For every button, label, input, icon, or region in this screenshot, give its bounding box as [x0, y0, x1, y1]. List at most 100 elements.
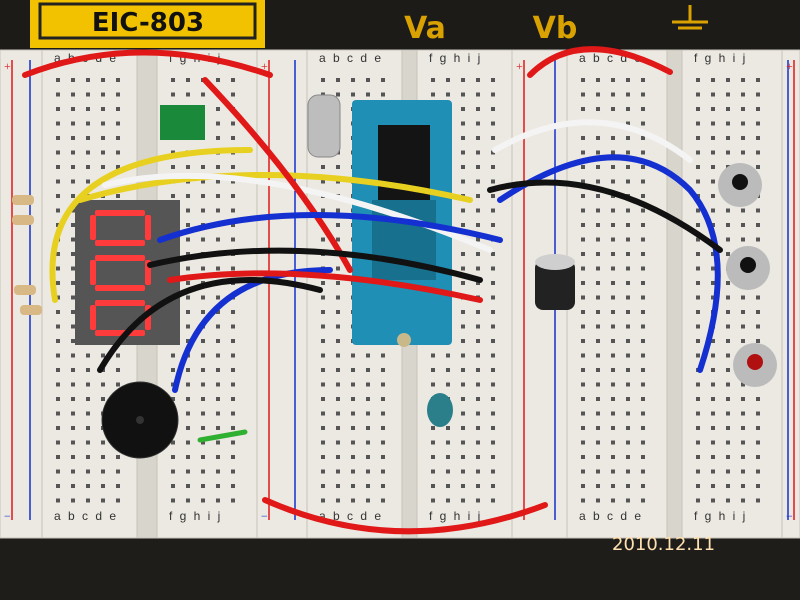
breadboard-hole[interactable]: [231, 179, 235, 184]
breadboard-hole[interactable]: [231, 223, 235, 227]
breadboard-hole[interactable]: [476, 281, 480, 285]
breadboard-hole[interactable]: [336, 237, 340, 242]
breadboard-hole[interactable]: [216, 179, 220, 184]
breadboard-hole[interactable]: [726, 223, 730, 227]
breadboard-hole[interactable]: [491, 426, 495, 430]
breadboard-hole[interactable]: [351, 440, 355, 445]
breadboard-hole[interactable]: [186, 281, 190, 285]
breadboard-hole[interactable]: [381, 411, 385, 416]
breadboard-hole[interactable]: [711, 92, 715, 97]
breadboard-hole[interactable]: [336, 281, 340, 285]
breadboard-hole[interactable]: [461, 252, 465, 256]
breadboard-hole[interactable]: [596, 295, 600, 300]
breadboard-hole[interactable]: [71, 281, 75, 285]
breadboard-hole[interactable]: [116, 136, 120, 140]
breadboard-hole[interactable]: [381, 78, 385, 82]
breadboard-hole[interactable]: [381, 440, 385, 445]
breadboard-hole[interactable]: [641, 382, 645, 387]
breadboard-hole[interactable]: [726, 368, 730, 372]
breadboard-hole[interactable]: [56, 150, 60, 155]
breadboard-hole[interactable]: [491, 194, 495, 198]
breadboard-hole[interactable]: [431, 382, 435, 387]
breadboard-hole[interactable]: [476, 440, 480, 445]
breadboard-hole[interactable]: [351, 382, 355, 387]
breadboard-hole[interactable]: [71, 179, 75, 184]
breadboard-hole[interactable]: [216, 107, 220, 111]
breadboard-hole[interactable]: [461, 266, 465, 271]
breadboard-hole[interactable]: [581, 382, 585, 387]
breadboard-hole[interactable]: [596, 179, 600, 184]
breadboard-hole[interactable]: [491, 165, 495, 169]
breadboard-hole[interactable]: [596, 339, 600, 343]
breadboard-hole[interactable]: [696, 208, 700, 213]
breadboard-hole[interactable]: [336, 266, 340, 271]
breadboard-hole[interactable]: [201, 498, 205, 503]
breadboard-hole[interactable]: [201, 368, 205, 372]
breadboard-hole[interactable]: [726, 208, 730, 213]
breadboard-hole[interactable]: [756, 426, 760, 430]
breadboard-hole[interactable]: [351, 455, 355, 459]
breadboard-hole[interactable]: [696, 78, 700, 82]
breadboard-hole[interactable]: [101, 440, 105, 445]
breadboard-hole[interactable]: [711, 382, 715, 387]
breadboard-hole[interactable]: [491, 455, 495, 459]
breadboard-hole[interactable]: [56, 223, 60, 227]
breadboard-hole[interactable]: [56, 368, 60, 372]
breadboard-hole[interactable]: [461, 339, 465, 343]
breadboard-hole[interactable]: [696, 223, 700, 227]
breadboard-hole[interactable]: [596, 484, 600, 488]
breadboard-hole[interactable]: [86, 179, 90, 184]
breadboard-hole[interactable]: [741, 121, 745, 126]
breadboard-hole[interactable]: [756, 411, 760, 416]
breadboard-hole[interactable]: [56, 107, 60, 111]
breadboard-hole[interactable]: [711, 266, 715, 271]
breadboard-hole[interactable]: [611, 324, 615, 329]
breadboard-hole[interactable]: [201, 165, 205, 169]
breadboard-hole[interactable]: [611, 281, 615, 285]
breadboard-hole[interactable]: [581, 397, 585, 401]
breadboard-hole[interactable]: [56, 281, 60, 285]
breadboard-hole[interactable]: [321, 339, 325, 343]
breadboard-hole[interactable]: [641, 194, 645, 198]
breadboard-hole[interactable]: [216, 469, 220, 474]
breadboard-hole[interactable]: [491, 469, 495, 474]
breadboard-hole[interactable]: [216, 208, 220, 213]
breadboard-hole[interactable]: [321, 165, 325, 169]
breadboard-hole[interactable]: [476, 368, 480, 372]
breadboard-hole[interactable]: [641, 252, 645, 256]
breadboard-hole[interactable]: [351, 469, 355, 474]
breadboard-hole[interactable]: [86, 92, 90, 97]
breadboard-hole[interactable]: [56, 121, 60, 126]
breadboard-hole[interactable]: [756, 237, 760, 242]
breadboard-hole[interactable]: [336, 78, 340, 82]
breadboard-hole[interactable]: [116, 150, 120, 155]
breadboard-hole[interactable]: [581, 455, 585, 459]
breadboard-hole[interactable]: [641, 295, 645, 300]
breadboard-hole[interactable]: [581, 107, 585, 111]
breadboard-hole[interactable]: [626, 295, 630, 300]
breadboard-hole[interactable]: [581, 165, 585, 169]
breadboard-hole[interactable]: [491, 324, 495, 329]
breadboard-hole[interactable]: [611, 339, 615, 343]
breadboard-hole[interactable]: [71, 382, 75, 387]
breadboard-hole[interactable]: [116, 92, 120, 97]
breadboard-hole[interactable]: [86, 165, 90, 169]
breadboard-hole[interactable]: [86, 498, 90, 503]
breadboard-hole[interactable]: [186, 368, 190, 372]
breadboard-hole[interactable]: [756, 295, 760, 300]
breadboard-hole[interactable]: [711, 194, 715, 198]
breadboard-hole[interactable]: [741, 208, 745, 213]
breadboard-hole[interactable]: [71, 411, 75, 416]
breadboard-hole[interactable]: [381, 426, 385, 430]
breadboard-hole[interactable]: [696, 310, 700, 314]
breadboard-hole[interactable]: [626, 397, 630, 401]
breadboard-hole[interactable]: [476, 498, 480, 503]
breadboard-hole[interactable]: [186, 237, 190, 242]
breadboard-hole[interactable]: [56, 208, 60, 213]
breadboard-hole[interactable]: [756, 310, 760, 314]
breadboard-hole[interactable]: [56, 484, 60, 488]
breadboard-hole[interactable]: [461, 165, 465, 169]
breadboard-hole[interactable]: [321, 397, 325, 401]
breadboard-hole[interactable]: [321, 455, 325, 459]
breadboard-hole[interactable]: [186, 484, 190, 488]
